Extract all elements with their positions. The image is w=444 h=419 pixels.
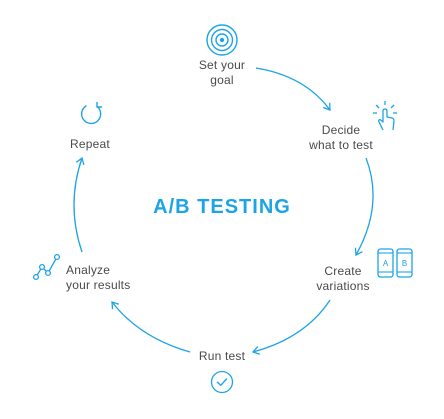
step-decide-line1: Decide [321, 123, 361, 137]
ab-phones-icon: A B [377, 248, 413, 278]
step-set-goal: Set your goal [172, 58, 272, 88]
step-analyze-line1: Analyze [66, 263, 111, 277]
variant-b-label: B [402, 259, 407, 268]
step-create-line1: Create [324, 264, 362, 278]
step-analyze: Analyze your results [66, 263, 130, 293]
arrow-analyze-to-repeat [73, 156, 85, 253]
step-decide: Decide what to test [296, 123, 386, 153]
arrow-run-to-analyze [111, 301, 191, 353]
checkmark-circle-icon [210, 370, 234, 394]
arrow-decide-to-create [354, 157, 374, 257]
step-decide-line2: what to test [309, 138, 373, 152]
variant-a-label: A [383, 259, 389, 268]
step-run-test-line1: Run test [198, 349, 246, 363]
graph-nodes-icon [32, 253, 61, 281]
arrow-goal-to-decide [255, 67, 331, 111]
tap-icon [373, 101, 397, 131]
step-analyze-line2: your results [66, 278, 131, 292]
step-create: Create variations [303, 264, 383, 294]
diagram-title: A/B TESTING [153, 196, 291, 218]
step-set-goal-line2: goal [210, 73, 234, 87]
step-create-line2: variations [316, 279, 370, 293]
step-repeat-line1: Repeat [70, 137, 110, 151]
repeat-icon [80, 101, 103, 125]
step-set-goal-line1: Set your [198, 58, 246, 72]
arrow-create-to-run [251, 299, 331, 355]
target-icon [206, 24, 238, 56]
step-repeat: Repeat [50, 137, 130, 152]
step-run-test: Run test [172, 349, 272, 364]
